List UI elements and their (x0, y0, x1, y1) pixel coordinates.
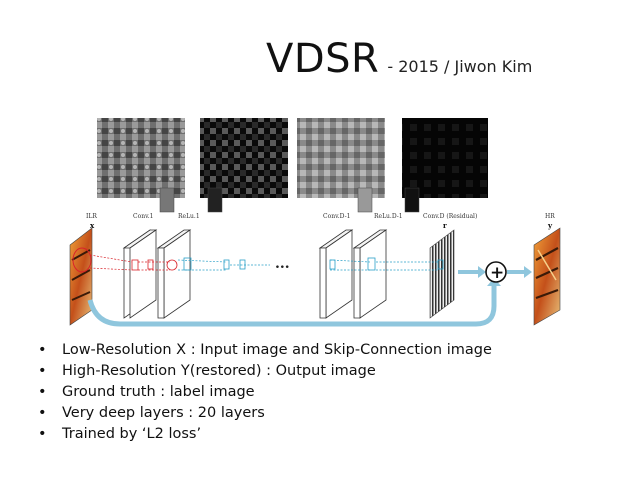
receptive-field-red (89, 254, 170, 271)
bullet-list: •Low-Resolution X : Input image and Skip… (38, 340, 492, 445)
label-relud1: ReLu.D-1 (374, 213, 403, 220)
vdsr-architecture-diagram: ILR x Conv.1 ReLu.1 Conv.D-1 ReLu.D-1 Co… (69, 118, 561, 327)
convd1-block (318, 229, 354, 319)
kernel-red-3 (166, 259, 178, 271)
inset-convd1 (357, 187, 373, 213)
kernel-blue-6 (437, 259, 444, 270)
bullet-item: •Low-Resolution X : Input image and Skip… (38, 342, 492, 358)
kernel-blue-1 (183, 257, 192, 271)
title-subtitle: - 2015 / Jiwon Kim (387, 57, 533, 76)
inset-conv1 (159, 187, 175, 213)
bullet-text: High-Resolution Y(restored) : Output ima… (62, 363, 376, 379)
inset-convd (404, 187, 420, 213)
slide-title: VDSR - 2015 / Jiwon Kim (266, 36, 532, 82)
kernel-blue-2 (223, 259, 230, 270)
receptive-field-blue (177, 259, 438, 271)
feature-map-conv1 (97, 118, 185, 198)
label-ilr: ILR (86, 213, 97, 220)
inset-relu1 (207, 187, 223, 213)
feature-map-relu1 (200, 118, 288, 198)
sum-node (485, 261, 507, 283)
label-hr: HR (545, 213, 555, 220)
kernel-red-2 (147, 259, 154, 270)
label-convd: Conv.D (Residual) (423, 213, 477, 220)
residual-arrowhead (478, 266, 486, 278)
input-image-ilr (69, 227, 93, 326)
title-main: VDSR (266, 36, 380, 82)
label-r: r (443, 221, 447, 230)
label-relu1: ReLu.1 (178, 213, 200, 220)
kernel-blue-3 (239, 259, 246, 270)
kernel-red-1 (131, 259, 139, 271)
feature-map-convd1 (297, 118, 385, 198)
output-image-hr (533, 227, 561, 326)
relu1-block (156, 229, 192, 319)
label-y: y (547, 221, 553, 230)
skip-connection-arrow (87, 282, 497, 327)
residual-output-r (429, 229, 455, 319)
label-convd1: Conv.D-1 (323, 213, 350, 220)
relud1-block (352, 229, 388, 319)
conv1-block (122, 229, 158, 319)
label-x: x (90, 221, 95, 230)
bullet-text: Very deep layers : 20 layers (62, 405, 265, 421)
bullet-text: Low-Resolution X : Input image and Skip-… (62, 342, 492, 358)
sum-plus-sign: + (490, 263, 504, 283)
ellipsis-text: ... (275, 256, 290, 272)
bullet-item: •Ground truth : label image (38, 384, 255, 400)
kernel-blue-5 (367, 257, 376, 271)
feature-map-convd (402, 118, 488, 198)
bullet-item: •Trained by ‘L2 loss’ (38, 426, 202, 442)
bullet-item: •Very deep layers : 20 layers (38, 405, 265, 421)
bullet-text: Trained by ‘L2 loss’ (62, 426, 202, 442)
label-conv1: Conv.1 (133, 213, 153, 220)
hr-arrowhead (524, 266, 532, 278)
bullet-text: Ground truth : label image (62, 384, 255, 400)
bullet-item: •High-Resolution Y(restored) : Output im… (38, 363, 376, 379)
kernel-blue-4 (329, 259, 336, 270)
